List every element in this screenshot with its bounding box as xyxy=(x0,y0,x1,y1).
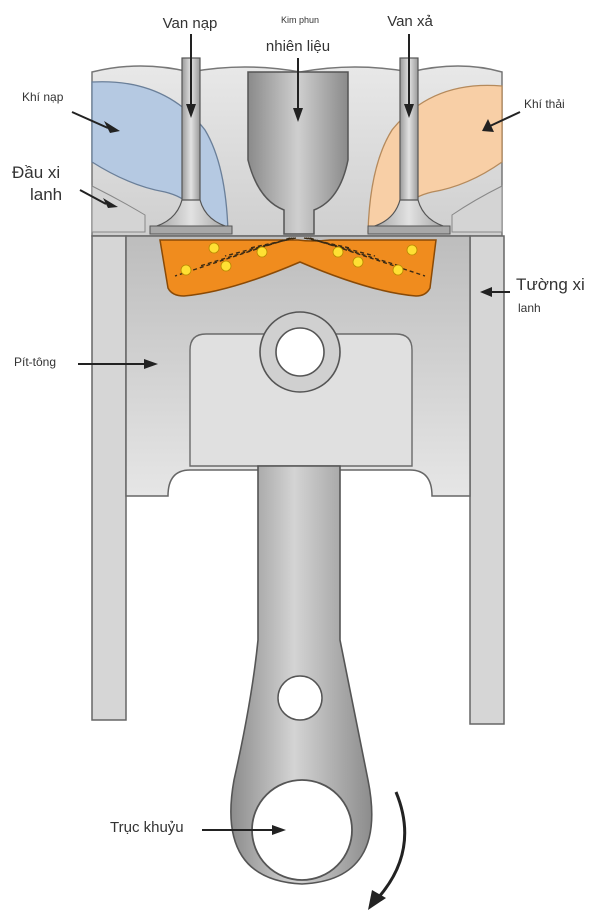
label-cylinder-wall-line2: lanh xyxy=(518,301,541,315)
cylinder-wall-right xyxy=(469,235,505,725)
label-cylinder-head-line2: lanh xyxy=(30,185,62,204)
label-exhaust-gas: Khí thải xyxy=(524,97,565,111)
label-injector-line2: nhiên liệu xyxy=(266,38,330,55)
rotation-arrowhead xyxy=(368,890,386,910)
rod-small-hole xyxy=(277,675,323,721)
label-exhaust-valve: Van xả xyxy=(387,13,433,30)
label-injector-line1: Kim phun xyxy=(281,15,319,25)
intake-port-lower xyxy=(91,185,146,233)
intake-valve xyxy=(149,57,233,235)
label-crankshaft: Trục khuỷu xyxy=(110,819,184,836)
fuel-spray-lines xyxy=(174,237,426,277)
cylinder-wall-left xyxy=(91,235,127,721)
label-intake-valve: Van nạp xyxy=(163,15,218,32)
connecting-rod xyxy=(230,465,373,885)
leader-arrows xyxy=(71,34,521,835)
wrist-pin-hole xyxy=(275,327,325,377)
spark-dots xyxy=(180,242,418,276)
fuel-injector xyxy=(247,71,349,235)
exhaust-valve xyxy=(367,57,451,235)
label-cylinder-head-line1: Đầu xi xyxy=(12,163,60,182)
label-piston: Pít-tông xyxy=(14,355,56,369)
rotation-arrow xyxy=(376,791,407,899)
exhaust-port-lower xyxy=(451,185,503,233)
label-cylinder-wall-line1: Tường xi xyxy=(516,275,585,294)
label-intake-gas: Khí nạp xyxy=(22,90,64,104)
